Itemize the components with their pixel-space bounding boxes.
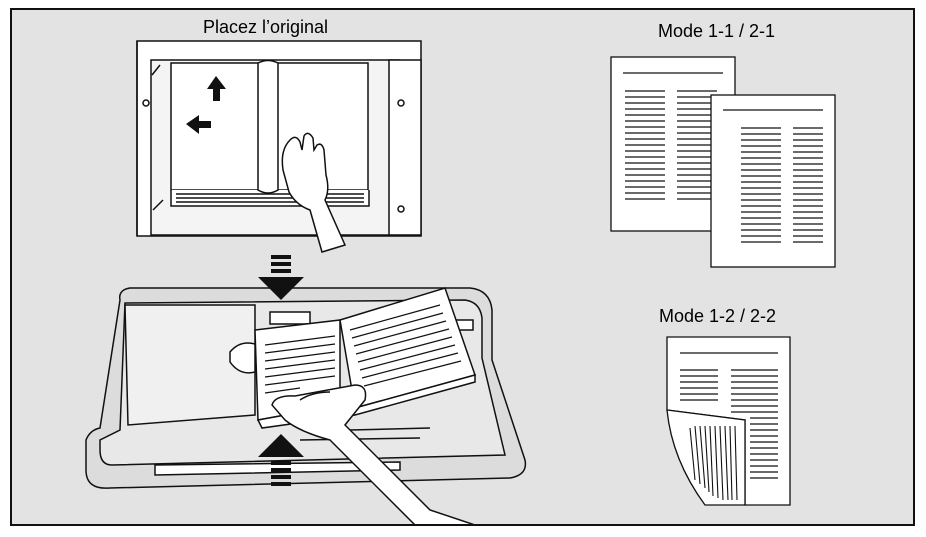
simplex-pages-illustration	[610, 56, 836, 268]
mode-simplex-caption: Mode 1-1 / 2-1	[658, 21, 776, 41]
striped-arrow-down-icon	[258, 255, 304, 300]
arrow-up-icon	[207, 76, 226, 101]
platen-book-illustration	[136, 40, 422, 253]
place-original-caption: Placez l’original	[203, 17, 329, 37]
arrow-left-icon	[186, 115, 211, 134]
mode-duplex-caption: Mode 1-2 / 2-2	[659, 306, 777, 326]
striped-arrow-up-icon	[258, 434, 304, 486]
page-back	[710, 94, 836, 268]
document-feeder-illustration	[85, 287, 527, 524]
duplex-page-illustration	[666, 336, 791, 506]
